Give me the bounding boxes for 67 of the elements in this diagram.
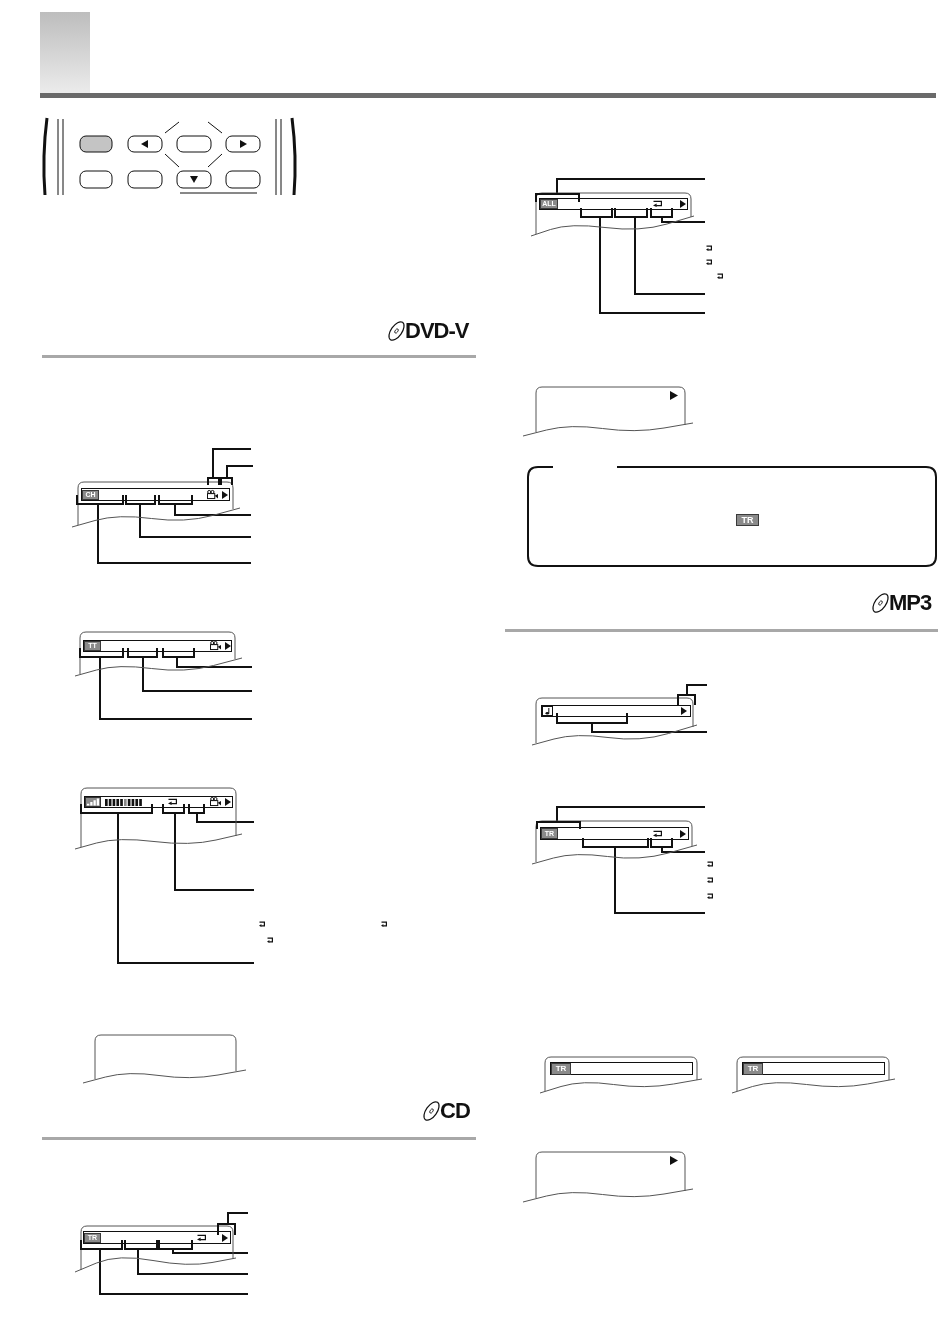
- bracket: [650, 837, 673, 848]
- bracket: [125, 494, 156, 505]
- screen-display: [74, 787, 243, 851]
- bracket: [188, 803, 205, 814]
- screen-display: [71, 481, 241, 529]
- bracket: [217, 1223, 236, 1236]
- leader-line: [634, 216, 706, 295]
- bracket: [650, 207, 673, 218]
- bracket: [614, 207, 648, 218]
- bracket: [220, 477, 233, 486]
- bracket: [677, 694, 696, 706]
- leader-line: [591, 722, 708, 733]
- display-badge: TR: [551, 1063, 571, 1075]
- bracket: [582, 837, 649, 848]
- bracket: [79, 647, 124, 658]
- leader-line: [117, 812, 255, 964]
- screen-display: [74, 631, 243, 678]
- leader-line: [97, 503, 252, 564]
- leader-line: [137, 1248, 249, 1275]
- bracket: [535, 193, 580, 203]
- disc-format-label: DVD-V: [405, 317, 469, 344]
- bracket: [80, 803, 153, 814]
- leader-line: [142, 656, 253, 692]
- leader-line: [176, 656, 253, 668]
- disc-format-label: CD: [440, 1097, 470, 1124]
- bracket: [162, 803, 185, 814]
- note-box: [527, 466, 937, 567]
- leader-line: [686, 684, 708, 696]
- screen-display: [522, 386, 694, 438]
- bracket: [124, 1239, 158, 1250]
- bracket: [158, 494, 193, 505]
- leader-line: [174, 503, 252, 516]
- leader-line: [212, 448, 252, 479]
- screen-display: [522, 1151, 694, 1204]
- leader-line: [556, 806, 706, 823]
- leader-line: [599, 216, 706, 314]
- bracket: [556, 712, 628, 724]
- screen-display: [531, 820, 698, 866]
- leader-line: [661, 216, 706, 223]
- leader-line: [99, 1248, 249, 1295]
- screen-display: [82, 1034, 247, 1085]
- leader-line: [614, 846, 706, 914]
- leader-line: [139, 503, 252, 538]
- screen-display: [539, 1056, 703, 1095]
- leader-line: [196, 812, 255, 823]
- leader-line: [227, 1212, 249, 1225]
- disc-format-label: MP3: [889, 589, 932, 616]
- bracket: [80, 1239, 123, 1250]
- bracket: [158, 1239, 193, 1250]
- leader-line: [226, 465, 254, 479]
- leader-line: [172, 1248, 249, 1254]
- bracket: [162, 647, 195, 658]
- display-badge: TR: [743, 1063, 763, 1075]
- leader-line: [99, 656, 253, 720]
- leader-line: [174, 812, 255, 891]
- bracket: [76, 494, 124, 505]
- bracket: [207, 477, 220, 486]
- screen-display: [731, 1056, 896, 1095]
- bracket: [580, 207, 613, 218]
- screen-display: [530, 192, 695, 238]
- leader-line: [661, 846, 706, 853]
- display-badge: TR: [736, 514, 759, 526]
- bracket: [127, 647, 158, 658]
- screen-display: [74, 1225, 237, 1274]
- leader-line: [556, 178, 706, 195]
- screen-display: [531, 697, 698, 747]
- bracket: [536, 821, 581, 830]
